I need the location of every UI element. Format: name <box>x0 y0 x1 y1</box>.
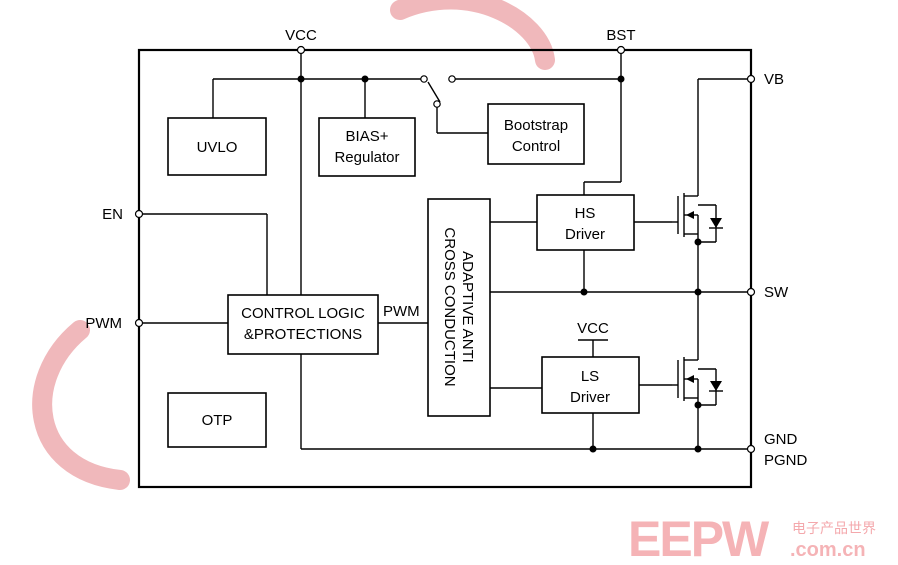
ls-driver-block <box>541 356 640 414</box>
pwm-internal-label: PWM <box>383 303 420 320</box>
pin-en-label: EN <box>102 206 123 223</box>
adaptive-label-line1: ADAPTIVE ANTI <box>459 251 476 363</box>
hs-driver-block <box>536 194 635 251</box>
hs-mosfet <box>672 175 723 243</box>
bias-label-line2: Regulator <box>334 149 399 166</box>
switch-pivot <box>433 100 441 108</box>
control-label-line1: CONTROL LOGIC <box>241 305 365 322</box>
pin-bst <box>616 45 626 55</box>
ls-mosfet <box>672 355 723 406</box>
bias-regulator-block <box>318 117 416 177</box>
pin-pwm <box>134 318 144 328</box>
hs-driver-label-line2: Driver <box>565 226 605 243</box>
uvlo-block <box>167 117 267 176</box>
eepw-watermark: EEPW 电子产品世界 .com.cn <box>628 511 876 565</box>
otp-block <box>167 392 267 448</box>
ls-driver-label-line1: LS <box>581 368 599 385</box>
pin-en <box>134 209 144 219</box>
eepw-cn-text: 电子产品世界 <box>792 521 876 537</box>
switch-contact-left <box>420 75 428 83</box>
pin-vcc <box>296 45 306 55</box>
pin-sw-label: SW <box>764 284 789 301</box>
ic-boundary <box>137 48 753 489</box>
adaptive-anti-cross-conduction-block <box>427 198 491 417</box>
otp-label: OTP <box>202 412 233 429</box>
hs-driver-label-line1: HS <box>575 205 596 222</box>
switch-contact-right <box>448 75 456 83</box>
bootstrap-label-line1: Bootstrap <box>504 117 568 134</box>
ls-driver-label-line2: Driver <box>570 389 610 406</box>
control-label-line2: &PROTECTIONS <box>244 326 362 343</box>
eepw-domain-text: .com.cn <box>790 539 866 561</box>
pin-sw <box>746 287 756 297</box>
pin-gnd <box>746 444 756 454</box>
pin-vcc-label: VCC <box>285 27 317 44</box>
pin-gnd-label: GND <box>764 431 798 448</box>
control-logic-block <box>227 294 379 355</box>
pin-vb <box>746 74 756 84</box>
bootstrap-control-block <box>487 103 585 165</box>
pin-bst-label: BST <box>606 27 635 44</box>
uvlo-label: UVLO <box>197 139 238 156</box>
pin-pgnd-label: PGND <box>764 452 808 469</box>
bias-label-line1: BIAS+ <box>346 128 389 145</box>
watermark-arcs <box>32 0 555 490</box>
wiring <box>139 50 751 450</box>
eepw-logo-text: EEPW <box>628 511 770 565</box>
pin-pwm-label: PWM <box>85 315 122 332</box>
adaptive-label-line2: CROSS CONDUCTION <box>441 227 458 386</box>
pin-vb-label: VB <box>764 71 784 88</box>
bootstrap-label-line2: Control <box>512 138 560 155</box>
junction-dots <box>297 75 702 453</box>
ls-vcc-label: VCC <box>577 320 609 337</box>
